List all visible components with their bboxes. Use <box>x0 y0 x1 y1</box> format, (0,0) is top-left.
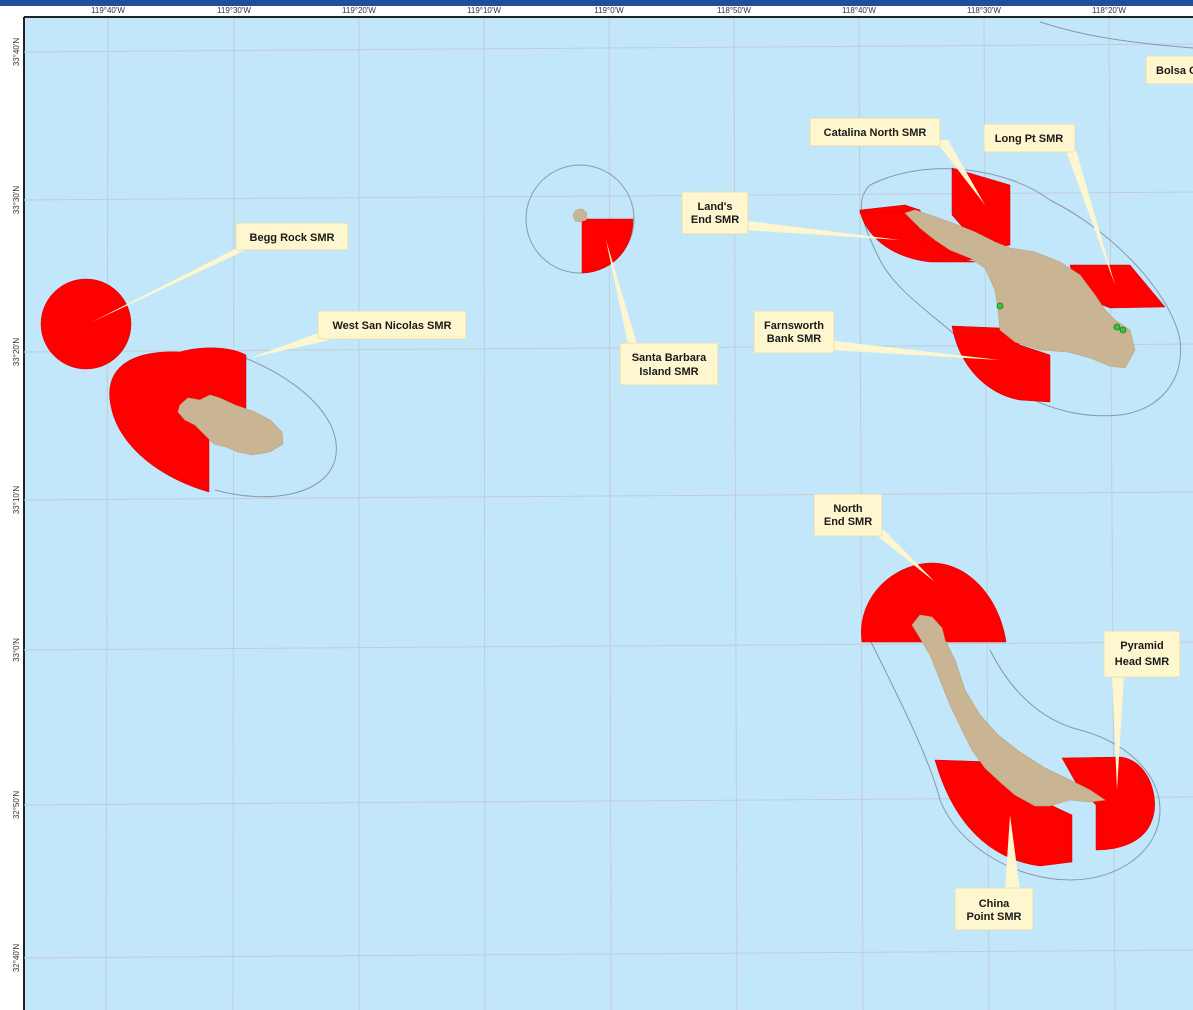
leader-lines <box>92 140 1124 890</box>
label-bolsa-partial[interactable]: Bolsa C <box>1145 55 1193 85</box>
label-text: Begg Rock SMR <box>250 232 335 244</box>
lon-tick-label: 118°20'W <box>1092 6 1126 15</box>
monitoring-point[interactable] <box>1113 323 1121 331</box>
label-text: Catalina North SMR <box>824 127 927 139</box>
label-text-line-1: Pyramid <box>1120 640 1163 652</box>
santa-barbara-island <box>572 208 588 223</box>
label-catalina-north-smr[interactable]: Catalina North SMR <box>809 117 941 147</box>
pyramid-head-smr-area[interactable] <box>1061 756 1155 851</box>
lon-tick-label: 119°10'W <box>467 6 501 15</box>
latitude-tick-labels: 33°40'N 33°30'N 33°20'N 33°10'N 33°0'N 3… <box>12 38 21 973</box>
label-china-point-smr[interactable]: China Point SMR <box>954 887 1034 931</box>
san-clemente-island <box>911 614 1106 807</box>
label-begg-rock-smr[interactable]: Begg Rock SMR <box>235 222 349 251</box>
begg-rock-smr-area[interactable] <box>40 278 132 370</box>
label-text-line-2: Island SMR <box>639 366 698 378</box>
map-frame-top-band <box>0 0 1193 6</box>
san-nicolas-island <box>177 394 284 456</box>
lon-tick-label: 118°50'W <box>717 6 751 15</box>
monitoring-point[interactable] <box>996 302 1004 310</box>
label-text-line-2: Bank SMR <box>767 333 821 345</box>
china-point-smr-area[interactable] <box>934 759 1073 867</box>
santa-catalina-island <box>904 209 1136 369</box>
lon-tick-label: 119°30'W <box>217 6 251 15</box>
boundary-lines <box>214 21 1193 881</box>
label-text: Long Pt SMR <box>995 133 1063 145</box>
label-farnsworth-bank-smr[interactable]: Farnsworth Bank SMR <box>753 310 835 354</box>
lon-tick-label: 119°0'W <box>594 6 624 15</box>
lon-tick-label: 118°40'W <box>842 6 876 15</box>
lat-tick-label: 33°30'N <box>12 186 21 215</box>
label-text-line-2: End SMR <box>691 214 739 226</box>
lon-tick-label: 118°30'W <box>967 6 1001 15</box>
lat-tick-label: 33°10'N <box>12 486 21 515</box>
longitude-tick-labels: 119°40'W 119°30'W 119°20'W 119°10'W 119°… <box>91 6 1126 15</box>
label-long-pt-smr[interactable]: Long Pt SMR <box>983 123 1076 153</box>
label-text-line-1: China <box>979 898 1010 910</box>
lat-tick-label: 33°20'N <box>12 338 21 367</box>
ocean-area <box>24 18 1193 1010</box>
label-text-line-1: Farnsworth <box>764 320 824 332</box>
lon-tick-label: 119°40'W <box>91 6 125 15</box>
label-text-line-2: Head SMR <box>1115 656 1169 668</box>
label-text-line-1: Land's <box>697 201 732 213</box>
label-pyramid-head-smr[interactable]: Pyramid Head SMR <box>1103 630 1181 678</box>
lands-end-smr-area[interactable] <box>859 211 976 263</box>
lat-tick-label: 32°50'N <box>12 791 21 820</box>
label-lands-end-smr[interactable]: Land's End SMR <box>681 191 749 235</box>
farnsworth-bank-smr-area[interactable] <box>951 325 1051 403</box>
west-san-nicolas-smr-area[interactable] <box>109 347 247 493</box>
label-santa-barbara-island-smr[interactable]: Santa Barbara Island SMR <box>619 342 719 386</box>
lat-tick-label: 32°40'N <box>12 944 21 973</box>
lat-tick-label: 33°0'N <box>12 638 21 662</box>
label-north-end-smr[interactable]: North End SMR <box>813 493 883 537</box>
lat-tick-label: 33°40'N <box>12 38 21 67</box>
label-text: West San Nicolas SMR <box>333 320 452 332</box>
label-text-line-2: Point SMR <box>967 911 1022 923</box>
lon-tick-label: 119°20'W <box>342 6 376 15</box>
label-text-line-2: End SMR <box>824 516 872 528</box>
label-text: Bolsa C <box>1156 65 1193 77</box>
label-west-san-nicolas-smr[interactable]: West San Nicolas SMR <box>317 310 467 340</box>
left-margin <box>0 6 24 1010</box>
label-text-line-1: North <box>833 503 863 515</box>
top-margin <box>24 6 1193 18</box>
label-text-line-1: Santa Barbara <box>632 352 707 364</box>
monitoring-point[interactable] <box>1119 326 1127 334</box>
north-end-smr-area[interactable] <box>861 562 1007 643</box>
